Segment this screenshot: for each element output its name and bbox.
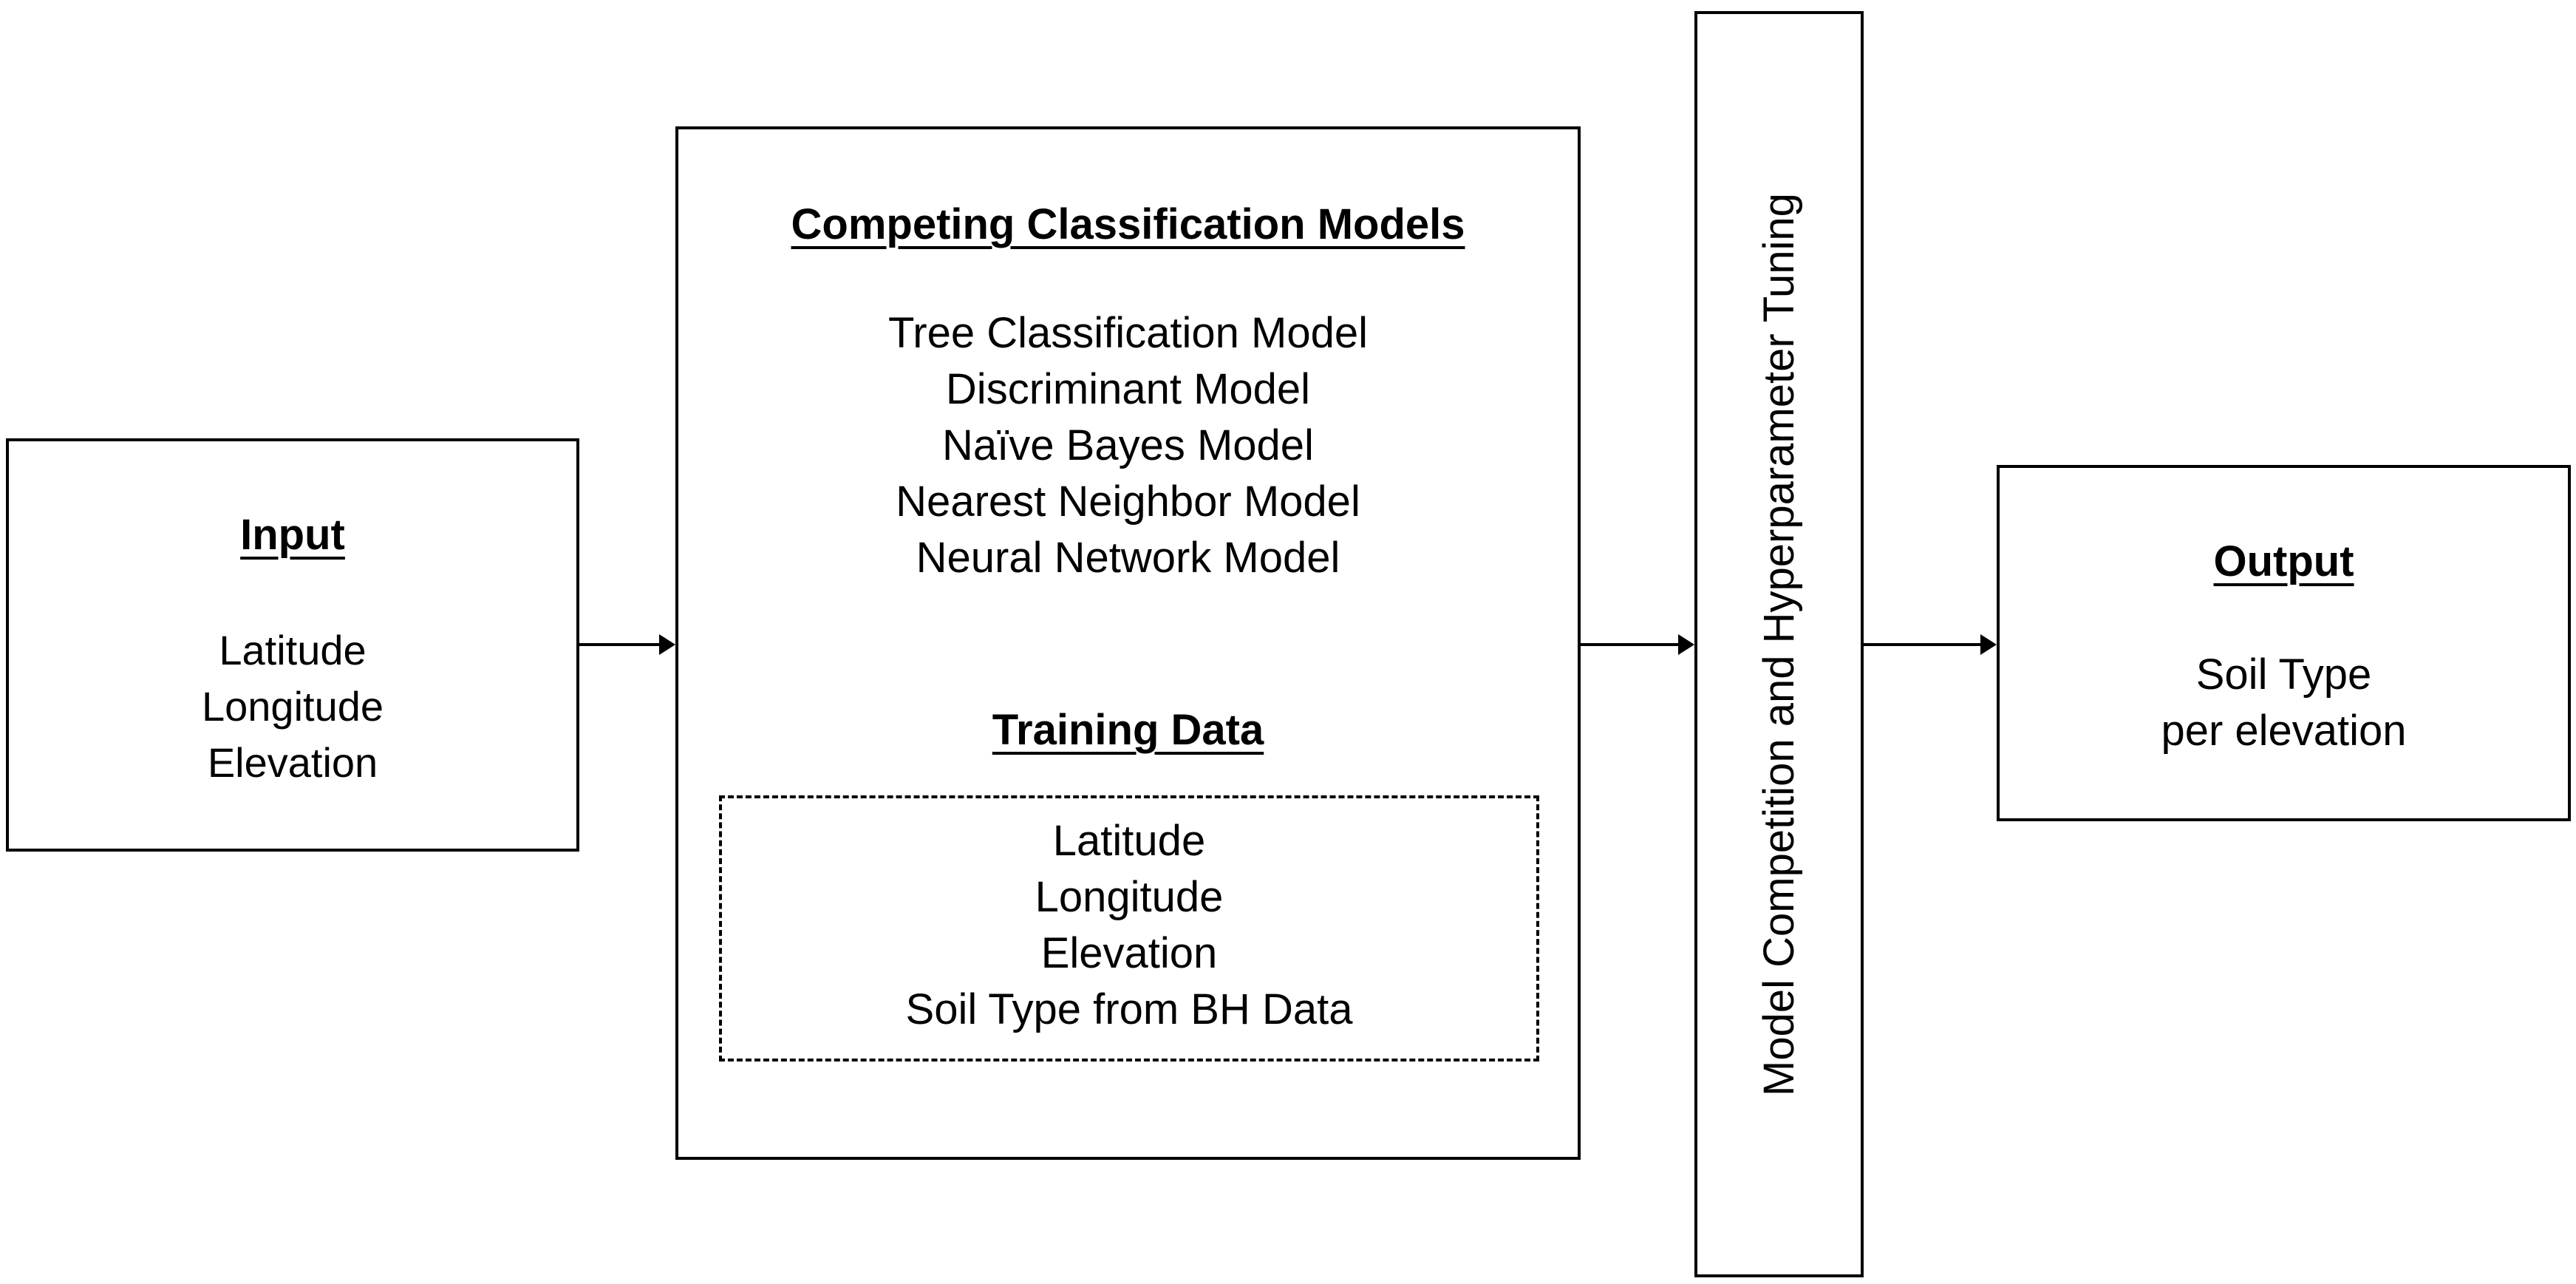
- input-box: Input Latitude Longitude Elevation: [6, 438, 579, 852]
- model-item-naive-bayes: Naïve Bayes Model: [942, 421, 1314, 469]
- input-item-elevation: Elevation: [207, 739, 378, 786]
- output-title: Output: [2213, 537, 2354, 585]
- training-list: Latitude Longitude Elevation Soil Type f…: [722, 813, 1536, 1038]
- input-list: Latitude Longitude Elevation: [9, 622, 576, 791]
- output-item-per-elevation: per elevation: [2161, 707, 2407, 755]
- model-item-nearest-neighbor: Nearest Neighbor Model: [896, 478, 1360, 526]
- model-item-discriminant: Discriminant Model: [945, 365, 1311, 413]
- models-box: Competing Classification Models Tree Cla…: [675, 126, 1581, 1160]
- output-item-soil-type: Soil Type: [2195, 651, 2372, 699]
- training-data-box: Latitude Longitude Elevation Soil Type f…: [719, 795, 1539, 1061]
- models-title: Competing Classification Models: [791, 200, 1465, 248]
- training-item-elevation: Elevation: [1040, 929, 1218, 977]
- training-item-longitude: Longitude: [1035, 873, 1224, 921]
- model-item-tree: Tree Classification Model: [888, 309, 1368, 357]
- training-item-latitude: Latitude: [1052, 817, 1206, 865]
- training-item-soil-type: Soil Type from BH Data: [905, 985, 1353, 1033]
- model-item-neural-network: Neural Network Model: [916, 534, 1340, 582]
- arrow-models-to-competition-head: [1678, 634, 1694, 655]
- competition-box: Model Competition and Hyperparameter Tun…: [1694, 11, 1864, 1277]
- output-list: Soil Type per elevation: [2000, 647, 2568, 759]
- arrow-input-to-models-head: [659, 634, 675, 655]
- output-box: Output Soil Type per elevation: [1997, 465, 2571, 821]
- training-title: Training Data: [992, 706, 1264, 754]
- arrow-competition-to-output-head: [1980, 634, 1997, 655]
- models-list: Tree Classification Model Discriminant M…: [678, 305, 1578, 586]
- input-item-longitude: Longitude: [201, 683, 384, 730]
- input-item-latitude: Latitude: [219, 627, 367, 673]
- input-title: Input: [240, 511, 345, 559]
